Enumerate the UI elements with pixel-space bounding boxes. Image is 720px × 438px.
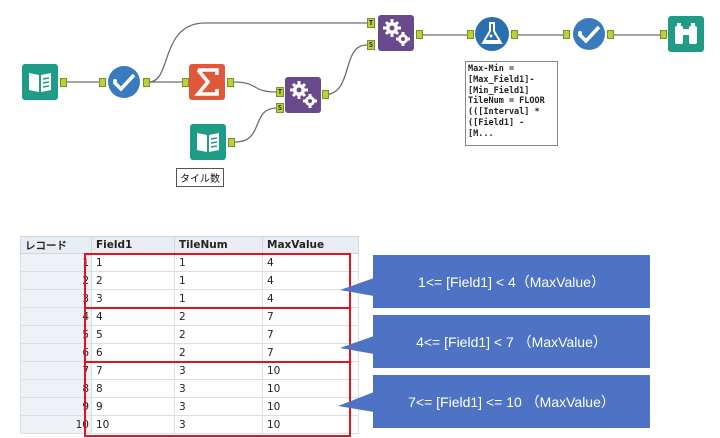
formula-annotation: Max-Min = [Max_Field1]- [Min_Field1] Til… — [465, 61, 558, 146]
flask-icon — [475, 17, 509, 51]
cell-tilenum[interactable]: 1 — [174, 253, 263, 272]
output-anchor[interactable] — [511, 30, 518, 39]
output-anchor[interactable] — [228, 138, 235, 147]
cell-field1[interactable]: 2 — [91, 271, 175, 290]
formula-line: ([Field1] - — [468, 117, 525, 128]
gears-icon — [290, 81, 317, 108]
input-anchor[interactable] — [99, 78, 106, 87]
cell-tilenum[interactable]: 1 — [174, 271, 263, 290]
highlight-group-2 — [84, 307, 351, 363]
formula-line: Max-Min = — [468, 64, 515, 74]
cell-tilenum[interactable]: 3 — [174, 415, 263, 434]
cell-tilenum[interactable]: 3 — [174, 379, 263, 398]
formula-tool[interactable] — [474, 16, 510, 52]
formula-line: [M... — [468, 128, 494, 139]
formula-line: TileNum = FLOOR — [468, 96, 545, 107]
input-anchor[interactable] — [182, 78, 189, 87]
record-number: 8 — [20, 379, 92, 398]
macro-tool[interactable] — [285, 77, 321, 113]
column-header-record[interactable]: レコード — [20, 236, 92, 254]
cell-maxvalue[interactable]: 10 — [262, 397, 359, 416]
select-tool[interactable] — [106, 64, 142, 100]
highlight-group-3 — [84, 361, 351, 437]
cell-field1[interactable]: 3 — [91, 289, 175, 308]
formula-line: (([Interval] * — [468, 107, 540, 118]
gears-icon — [383, 19, 410, 46]
input-anchor[interactable] — [467, 30, 474, 39]
t-input-anchor[interactable]: T — [276, 87, 284, 97]
input-anchor[interactable] — [660, 30, 667, 39]
t-input-anchor[interactable]: T — [367, 18, 375, 28]
record-number: 5 — [20, 325, 92, 344]
column-header-maxvalue[interactable]: MaxValue — [262, 236, 359, 254]
browse-tool[interactable] — [668, 16, 704, 52]
select-tool-2[interactable] — [571, 16, 607, 52]
input-data-tool[interactable] — [22, 64, 58, 100]
wire-select-macro2-t — [148, 22, 367, 83]
cell-maxvalue[interactable]: 7 — [262, 325, 359, 344]
cell-field1[interactable]: 10 — [91, 415, 175, 434]
book-icon — [197, 133, 219, 152]
callout-pointer — [340, 278, 374, 296]
checkmark-circle-icon — [573, 18, 605, 50]
wire-macro1-macro2-s — [322, 44, 368, 96]
callout-range-1: 1<= [Field1] < 4（MaxValue） — [373, 255, 650, 308]
output-anchor[interactable] — [322, 90, 329, 99]
checkmark-circle-icon — [108, 66, 140, 98]
wire-summarize-macro1-t — [232, 81, 278, 93]
record-number: 6 — [20, 343, 92, 362]
record-number: 7 — [20, 361, 92, 380]
binoculars-icon — [675, 23, 697, 44]
cell-field1[interactable]: 4 — [91, 307, 175, 326]
callout-pointer — [338, 392, 374, 412]
column-header-tilenum[interactable]: TileNum — [174, 236, 263, 254]
input-data-tool-2[interactable] — [190, 124, 226, 160]
highlight-group-1 — [84, 253, 351, 309]
callout-range-2: 4<= [Field1] < 7 （MaxValue） — [373, 315, 650, 368]
cell-field1[interactable]: 8 — [91, 379, 175, 398]
cell-maxvalue[interactable]: 7 — [262, 343, 359, 362]
tool-caption: タイル数 — [176, 168, 224, 187]
cell-tilenum[interactable]: 3 — [174, 397, 263, 416]
output-anchor[interactable] — [60, 78, 67, 87]
output-anchor[interactable] — [143, 78, 150, 87]
wire-input2-macro1-s — [234, 107, 278, 143]
cell-field1[interactable]: 6 — [91, 343, 175, 362]
output-anchor[interactable] — [227, 78, 234, 87]
input-anchor[interactable] — [563, 30, 570, 39]
cell-tilenum[interactable]: 2 — [174, 343, 263, 362]
record-number: 1 — [20, 253, 92, 272]
cell-field1[interactable]: 1 — [91, 253, 175, 272]
record-number: 9 — [20, 397, 92, 416]
record-number: 2 — [20, 271, 92, 290]
formula-line: [Min_Field1] — [468, 85, 530, 96]
column-header-field1[interactable]: Field1 — [91, 236, 175, 254]
s-input-anchor[interactable]: S — [367, 40, 375, 50]
table-header-row: レコード Field1 TileNum MaxValue — [20, 236, 359, 254]
macro-tool-2[interactable] — [378, 15, 414, 51]
callout-pointer — [340, 336, 374, 354]
cell-maxvalue[interactable]: 10 — [262, 415, 359, 434]
record-number: 10 — [20, 415, 92, 434]
output-anchor[interactable] — [416, 30, 423, 39]
sigma-icon — [194, 68, 219, 96]
output-anchor[interactable] — [607, 30, 614, 39]
record-number: 4 — [20, 307, 92, 326]
record-number: 3 — [20, 289, 92, 308]
formula-line: [Max_Field1]- — [468, 74, 535, 85]
summarize-tool[interactable] — [189, 64, 225, 100]
book-icon — [29, 73, 51, 92]
cell-tilenum[interactable]: 1 — [174, 289, 263, 308]
callout-range-3: 7<= [Field1] <= 10 （MaxValue） — [373, 375, 650, 428]
s-input-anchor[interactable]: S — [276, 103, 284, 113]
